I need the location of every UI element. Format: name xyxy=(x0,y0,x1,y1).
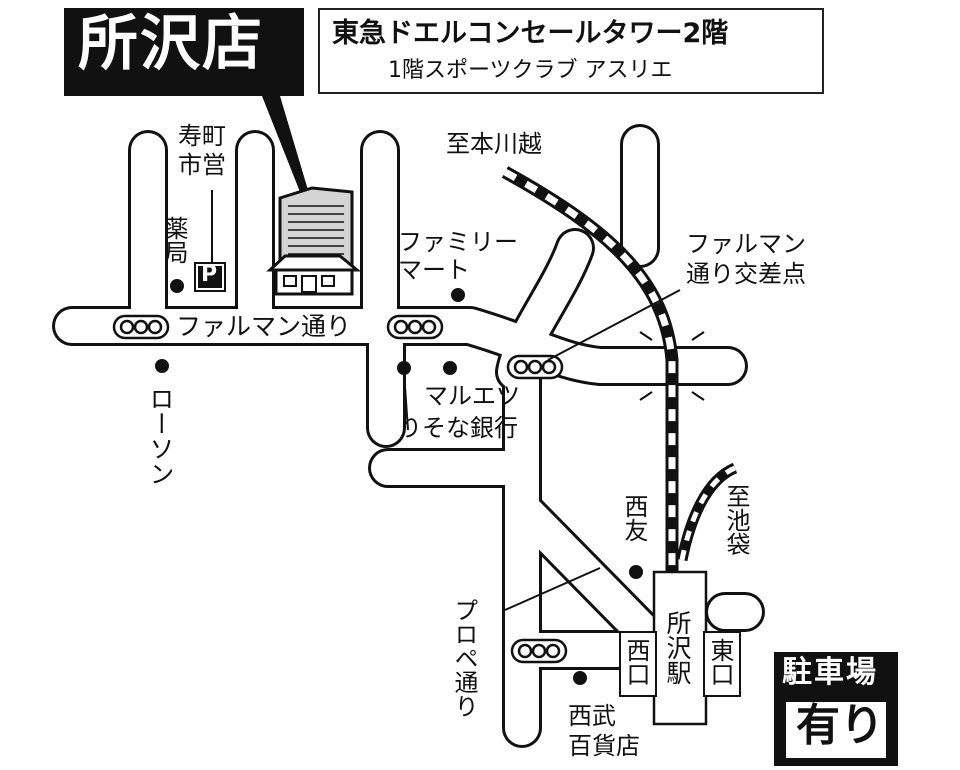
building-icon xyxy=(266,186,362,296)
traffic-light-icon xyxy=(112,314,568,664)
label-east-exit: 東口 xyxy=(706,638,734,686)
station-building xyxy=(619,570,741,726)
label-west-exit: 西口 xyxy=(622,638,650,686)
label-seibu-line1: 西武 xyxy=(568,702,616,730)
label-station: 所沢駅 xyxy=(663,610,692,685)
label-familymart-line1: ファミリー xyxy=(398,228,518,256)
label-seiyu: 西友 xyxy=(620,494,648,542)
label-kotobuki-line1: 寿町 xyxy=(178,122,226,150)
parking-icon-letter: P xyxy=(201,262,218,287)
label-farman-crossing-line1: ファルマン xyxy=(686,230,806,258)
rail-crossing-marks xyxy=(639,331,705,401)
parking-status-panel xyxy=(786,702,886,758)
label-to-kawagoe: 至本川越 xyxy=(446,130,542,158)
parking-icon-fill xyxy=(198,266,222,288)
parking-status: 有り xyxy=(796,700,884,751)
label-prope-street: プロペ通り xyxy=(450,598,478,718)
parking-label: 駐車場 xyxy=(782,655,878,690)
label-to-ikebukuro: 至池袋 xyxy=(722,484,750,556)
label-resona: りそな銀行 xyxy=(398,414,518,442)
building-ground-floor: 1階スポーツクラブ アスリエ xyxy=(388,58,673,83)
railway-icon xyxy=(501,166,738,575)
label-seibu-line2: 百貨店 xyxy=(568,732,640,760)
label-kotobuki-line2: 市営 xyxy=(178,151,226,179)
leader-lines xyxy=(211,96,681,611)
label-familymart-line2: マート xyxy=(398,256,470,284)
label-maruetsu: マルエツ xyxy=(424,382,520,410)
store-name: 所沢店 xyxy=(78,9,264,79)
label-pharmacy: 薬局 xyxy=(160,216,188,264)
building-info-panel xyxy=(318,8,824,94)
store-name-panel xyxy=(64,8,304,96)
label-lawson: ローソン xyxy=(146,386,175,486)
building-name: 東急ドエルコンセールタワー2階 xyxy=(332,18,729,49)
label-farman-street: ファルマン通り xyxy=(176,312,352,341)
landmark-dot-icon xyxy=(155,279,643,685)
label-farman-crossing-line2: 通り交差点 xyxy=(686,260,806,288)
